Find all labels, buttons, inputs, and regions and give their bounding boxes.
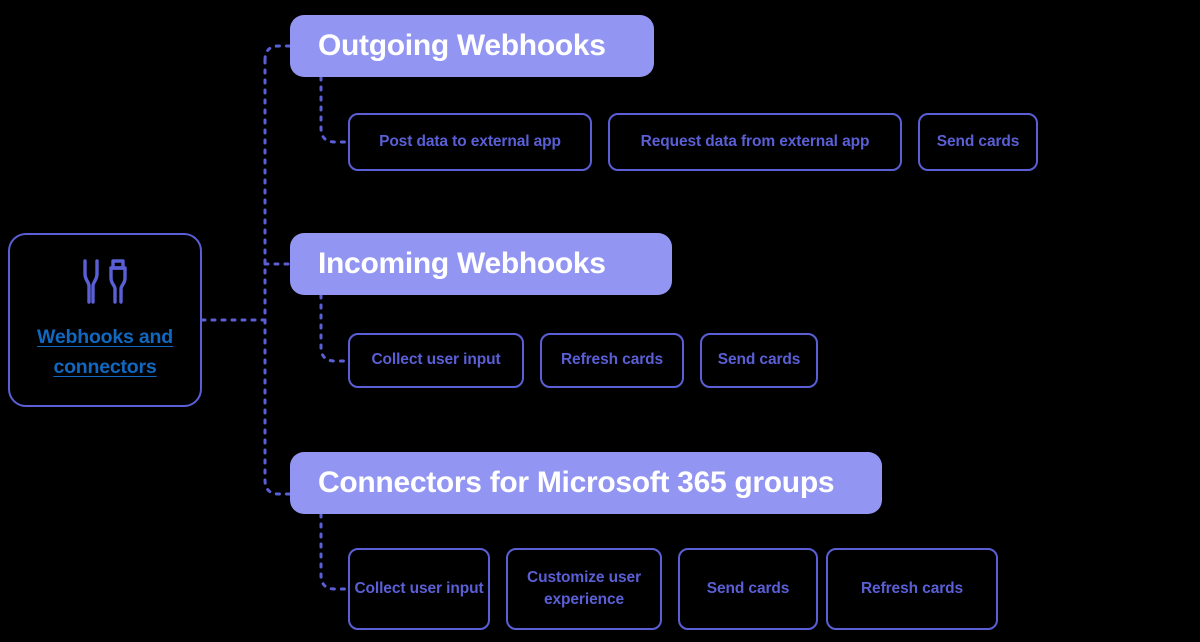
- leaf-box-label: Refresh cards: [860, 579, 964, 597]
- leaf-box-label: Collect user input: [354, 579, 484, 597]
- leaf-box-label: Send cards: [717, 351, 801, 369]
- branch-header-label: Outgoing Webhooks: [318, 29, 606, 62]
- leaf-box-refresh-cards-incoming[interactable]: Refresh cards: [540, 333, 684, 388]
- leaf-box-send-cards-outgoing[interactable]: Send cards: [918, 113, 1038, 171]
- leaf-box-collect-user-input-connectors[interactable]: Collect user input: [348, 548, 490, 630]
- connector-branch-0: [263, 44, 292, 62]
- connector-drop-1: [319, 293, 350, 363]
- leaf-box-label: Request data from external app: [640, 132, 870, 150]
- leaf-box-customize-user-experience[interactable]: Customize user experience: [506, 548, 662, 630]
- branch-header-label: Incoming Webhooks: [318, 247, 606, 280]
- leaf-box-label: Collect user input: [371, 351, 501, 369]
- branch-header-incoming-webhooks[interactable]: Incoming Webhooks: [290, 233, 672, 295]
- branch-header-label: Connectors for Microsoft 365 groups: [318, 466, 835, 499]
- leaf-box-send-cards-incoming[interactable]: Send cards: [700, 333, 818, 388]
- leaf-box-send-cards-connectors[interactable]: Send cards: [678, 548, 818, 630]
- branch-header-connectors-for-microsoft-365-groups[interactable]: Connectors for Microsoft 365 groups: [290, 452, 882, 514]
- root-card-label-line2: connectors: [53, 356, 157, 378]
- plug-and-connector-icon: [83, 259, 127, 304]
- root-card-label[interactable]: Webhooks and connectors: [21, 322, 189, 382]
- leaf-box-collect-user-input-incoming[interactable]: Collect user input: [348, 333, 524, 388]
- branch-header-outgoing-webhooks[interactable]: Outgoing Webhooks: [290, 15, 654, 77]
- leaf-box-label: Send cards: [706, 579, 790, 597]
- root-card-label-line1: Webhooks and: [37, 325, 173, 348]
- root-card-webhooks-and-connectors[interactable]: Webhooks and connectors: [8, 233, 202, 407]
- leaf-box-label: Customize user experience: [526, 568, 642, 608]
- leaf-box-label: Send cards: [936, 132, 1020, 150]
- leaf-box-label: Post data to external app: [379, 132, 561, 150]
- leaf-box-refresh-cards-connectors[interactable]: Refresh cards: [826, 548, 998, 630]
- leaf-box-label: Refresh cards: [560, 351, 664, 369]
- connector-drop-2: [319, 512, 350, 591]
- connector-drop-0: [319, 75, 350, 144]
- connector-branch-2: [263, 478, 292, 496]
- leaf-box-post-data-to-external-app[interactable]: Post data to external app: [348, 113, 592, 171]
- leaf-box-request-data-from-external-app[interactable]: Request data from external app: [608, 113, 902, 171]
